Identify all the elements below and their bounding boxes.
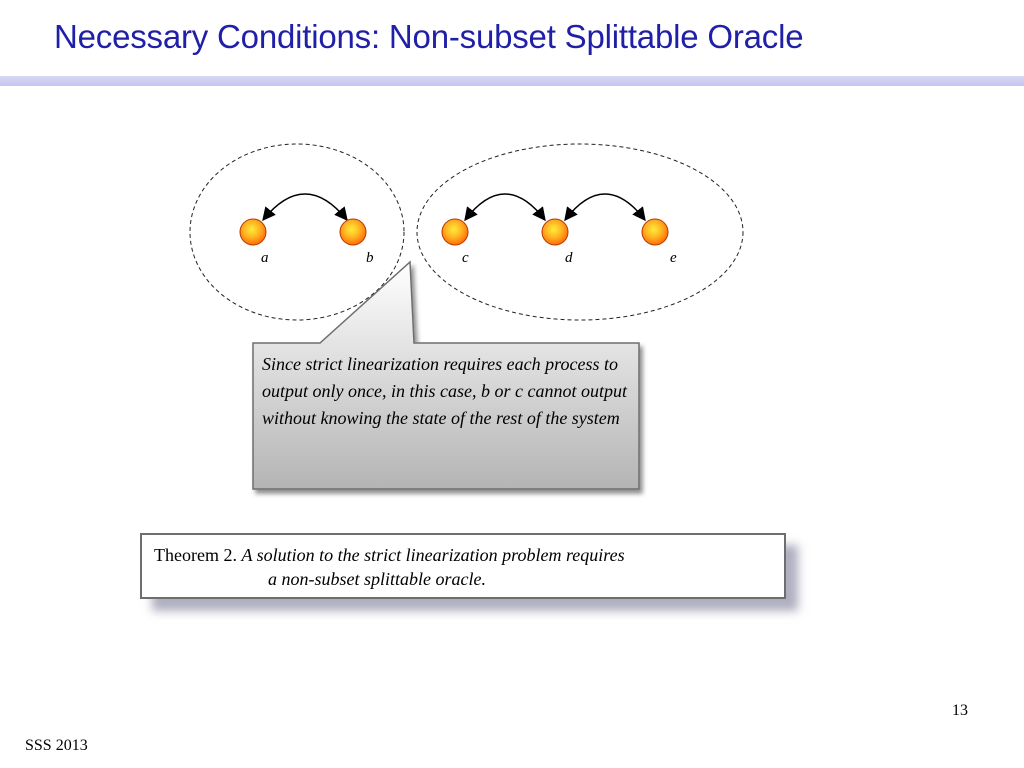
node-c [441,218,469,246]
group-cde-boundary [416,143,744,321]
edge-a-b [262,193,348,222]
theorem-line-2: a non-subset splittable oracle. [268,569,486,589]
node-label-c: c [462,250,469,266]
node-label-a: a [261,250,269,266]
group-ab-boundary [189,143,405,321]
callout-text: Since strict linearization requires each… [262,354,627,428]
theorem-box: Theorem 2. A solution to the strict line… [140,533,786,599]
node-e [641,218,669,246]
theorem-separator: . [232,545,242,565]
callout-bubble [252,260,640,490]
footer-text: SSS 2013 [25,737,88,754]
node-label-e: e [670,250,677,266]
node-label-d: d [565,250,573,266]
edge-c-d [464,193,546,222]
slide-title: Necessary Conditions: Non-subset Splitta… [54,18,804,55]
node-b [339,218,367,246]
theorem-statement: Theorem 2. A solution to the strict line… [154,543,784,591]
node-label-b: b [366,250,374,266]
node-d [541,218,569,246]
edge-d-e [564,193,646,222]
page-number: 13 [952,702,968,719]
title-divider-bar [0,76,1024,86]
theorem-label: Theorem 2 [154,545,233,565]
theorem-line-1: A solution to the strict linearization p… [241,545,625,565]
node-a [239,218,267,246]
